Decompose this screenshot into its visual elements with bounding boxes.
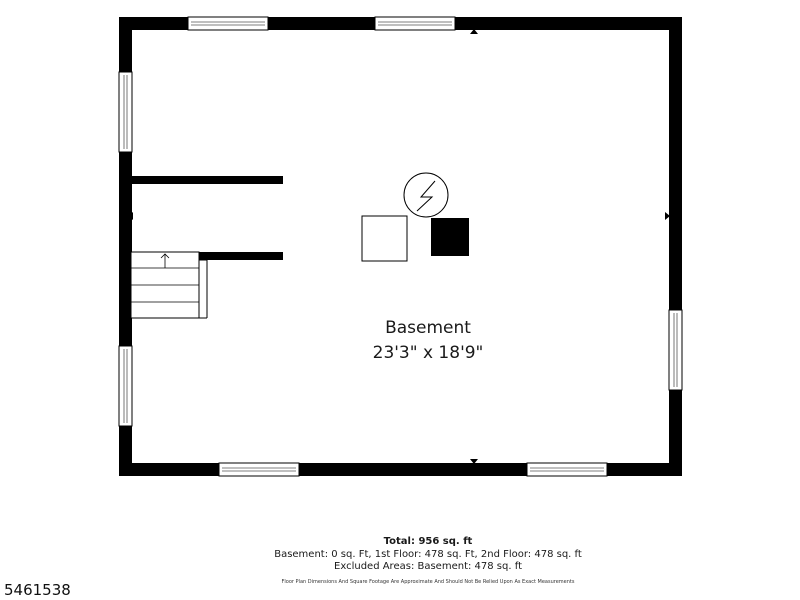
- room-name: Basement: [385, 318, 471, 338]
- excluded-areas: Excluded Areas: Basement: 478 sq. ft: [334, 561, 522, 572]
- window-bottom-2: [526, 462, 608, 477]
- utility-fixture-box: [361, 215, 408, 262]
- electric-panel-icon: [403, 172, 449, 218]
- window-left-1: [118, 71, 133, 153]
- staircase: [130, 251, 208, 319]
- stair-arrow-icon: [160, 253, 170, 268]
- partition-wall-upper: [130, 176, 283, 184]
- total-area: Total: 956 sq. ft: [383, 536, 473, 547]
- window-right-1: [668, 309, 683, 391]
- door-marker-icon: [128, 212, 133, 220]
- window-bottom-1: [218, 462, 300, 477]
- door-marker-icon: [470, 459, 478, 464]
- disclaimer: Floor Plan Dimensions And Square Footage…: [281, 579, 575, 585]
- area-breakdown: Basement: 0 sq. Ft, 1st Floor: 478 sq. F…: [274, 549, 582, 560]
- wall-right: [669, 17, 682, 476]
- door-marker-icon: [665, 212, 670, 220]
- windows: [118, 16, 683, 477]
- interior-walls: [130, 176, 283, 260]
- partition-wall-lower: [198, 252, 283, 260]
- fixtures: [361, 172, 469, 262]
- window-top-1: [187, 16, 269, 31]
- window-left-2: [118, 345, 133, 427]
- window-top-2: [374, 16, 456, 31]
- utility-fixture-filled: [431, 218, 469, 256]
- door-markers: [128, 29, 670, 464]
- door-marker-icon: [470, 29, 478, 34]
- room-dimensions: 23'3" x 18'9": [372, 343, 484, 363]
- listing-id: 5461538: [4, 581, 71, 599]
